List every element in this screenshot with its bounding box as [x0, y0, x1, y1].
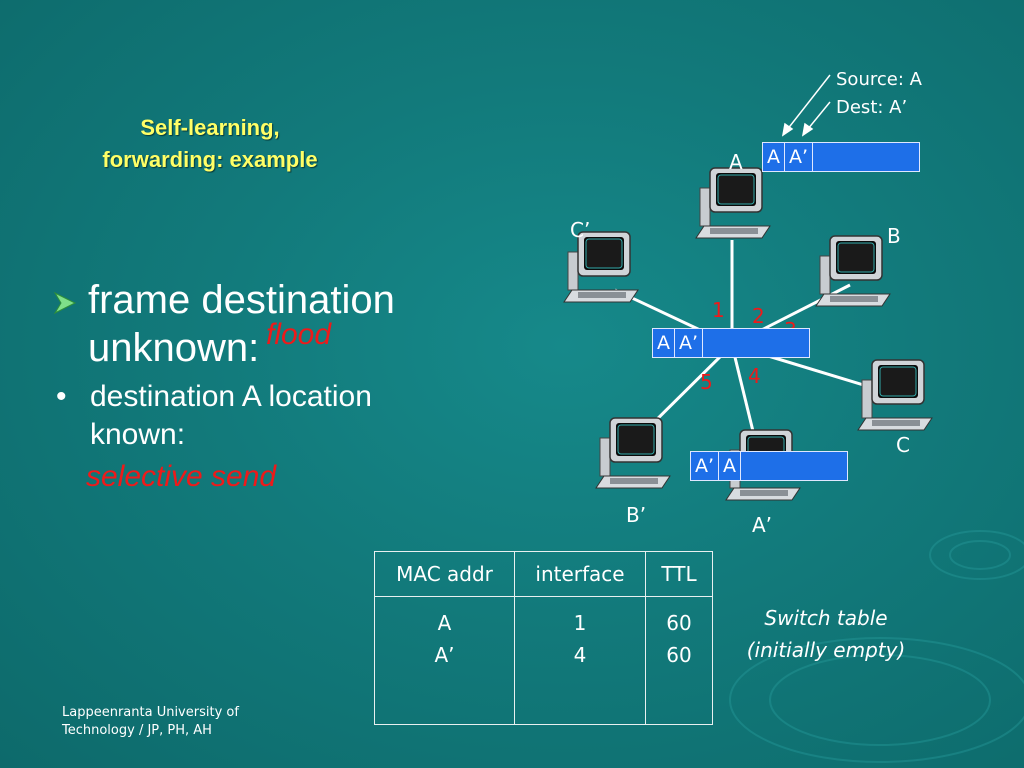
frame-top-dst: A’ — [785, 143, 814, 171]
host-label-C-prime: C’ — [570, 218, 591, 242]
selective-send-label: selective send — [86, 460, 277, 493]
header-mac: MAC addr — [374, 551, 515, 597]
ttl-entry-1: 60 — [666, 611, 692, 635]
table-header-row: MAC addr interface TTL — [374, 551, 713, 597]
computer-B-icon — [815, 235, 891, 307]
slide-title: Self-learning, forwarding: example — [40, 112, 380, 176]
frame-top-payload — [813, 143, 919, 171]
source-label: Source: A — [836, 69, 922, 90]
host-label-A-prime: A’ — [752, 513, 773, 537]
interface-4: 4 — [748, 364, 761, 388]
mac-entry-1: A — [437, 611, 452, 635]
arrow-bullet-icon — [53, 291, 77, 315]
header-ttl: TTL — [645, 551, 713, 597]
bullet-dot-icon: • — [56, 380, 67, 413]
computer-C-icon — [857, 359, 933, 431]
mac-entry-2: A’ — [434, 643, 455, 667]
footer: Lappeenranta University of Technology / … — [62, 704, 239, 740]
frame-bottom: A’ A — [690, 451, 848, 481]
host-label-B: B — [887, 224, 901, 248]
frame-bottom-src: A’ — [691, 452, 720, 480]
ttl-entry-2: 60 — [666, 643, 692, 667]
source-arrowhead — [781, 122, 794, 137]
dest-label: Dest: A’ — [836, 97, 908, 118]
frame-switch-payload — [703, 329, 809, 357]
bullet2-text: destination A location known: — [90, 380, 372, 451]
bullet1-text: frame destination unknown: — [88, 278, 395, 370]
frame-bottom-dst: A — [719, 452, 742, 480]
table-row: A A’ 1 4 60 60 — [374, 596, 713, 725]
iface-entry-1: 1 — [573, 611, 587, 635]
footer-line-1: Lappeenranta University of — [62, 705, 239, 720]
iface-entry-2: 4 — [573, 643, 587, 667]
computer-A-icon — [695, 167, 771, 239]
interface-column: 1 4 — [514, 596, 646, 725]
interface-1: 1 — [712, 298, 725, 322]
frame-top: A A’ — [762, 142, 920, 172]
source-dest-labels: Source: A Dest: A’ — [836, 66, 922, 122]
switch-table-caption: Switch table (initially empty) — [726, 602, 926, 666]
frame-switch: A A’ — [652, 328, 810, 358]
computer-B-prime-icon — [595, 417, 671, 489]
footer-line-2: Technology / JP, PH, AH — [62, 723, 212, 738]
host-label-A: A — [729, 150, 743, 174]
computer-C-prime-icon — [563, 231, 639, 303]
host-label-B-prime: B’ — [626, 503, 647, 527]
source-pointer-line — [782, 74, 831, 136]
header-interface: interface — [514, 551, 646, 597]
frame-switch-dst: A’ — [675, 329, 704, 357]
title-line-2: forwarding: example — [102, 147, 318, 172]
interface-2: 2 — [752, 304, 765, 328]
interface-5: 5 — [700, 370, 713, 394]
frame-bottom-payload — [741, 452, 847, 480]
frame-top-src: A — [763, 143, 785, 171]
caption-line-1: Switch table — [764, 606, 888, 630]
mac-column: A A’ — [374, 596, 515, 725]
frame-switch-src: A — [653, 329, 675, 357]
dest-arrowhead — [801, 122, 814, 137]
title-line-1: Self-learning, — [140, 115, 280, 140]
host-label-C: C — [896, 433, 910, 457]
flood-label: flood — [266, 318, 332, 351]
caption-line-2: (initially empty) — [746, 638, 906, 662]
ttl-column: 60 60 — [645, 596, 713, 725]
switch-table: MAC addr interface TTL A A’ 1 4 60 60 — [374, 551, 713, 725]
